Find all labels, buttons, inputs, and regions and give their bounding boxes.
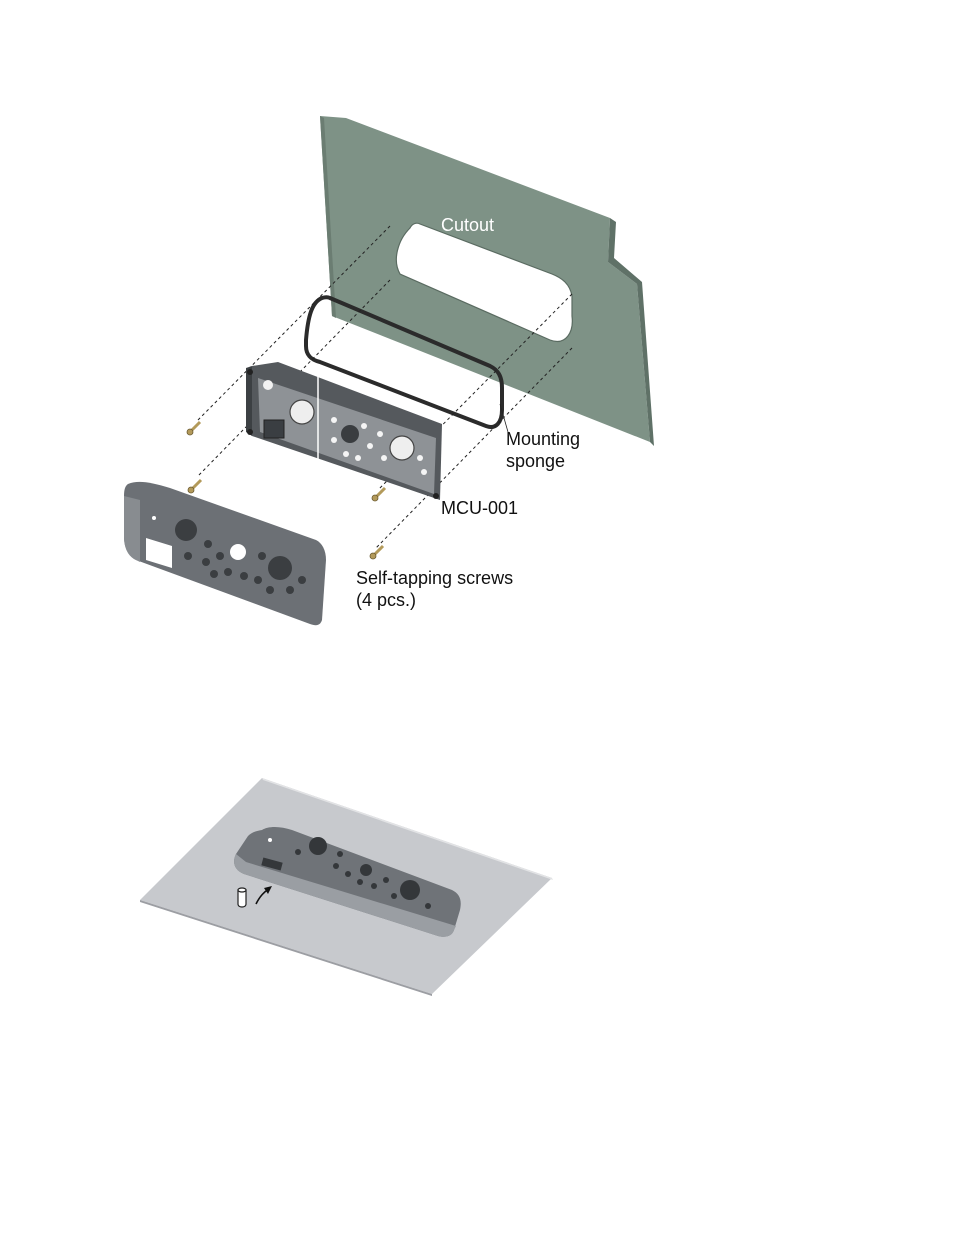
- screw: [372, 488, 385, 501]
- mounting-sponge-label-line2: sponge: [506, 450, 580, 472]
- installed-view-figure: [0, 770, 954, 1090]
- mcu-unit: [246, 362, 442, 500]
- screw: [370, 546, 383, 559]
- screws-label-line2: (4 pcs.): [356, 589, 513, 611]
- front-bezel: [124, 482, 326, 625]
- screws-label-line1: Self-tapping screws: [356, 567, 513, 589]
- mounting-sponge-label: Mounting sponge: [506, 428, 580, 472]
- cutout-label: Cutout: [441, 214, 494, 236]
- mcu-label: MCU-001: [441, 497, 518, 519]
- mounting-sponge-label-line1: Mounting: [506, 428, 580, 450]
- removal-tool-icon: [238, 888, 246, 907]
- screw: [188, 480, 201, 493]
- screws-label: Self-tapping screws (4 pcs.): [356, 567, 513, 611]
- screw: [187, 422, 200, 435]
